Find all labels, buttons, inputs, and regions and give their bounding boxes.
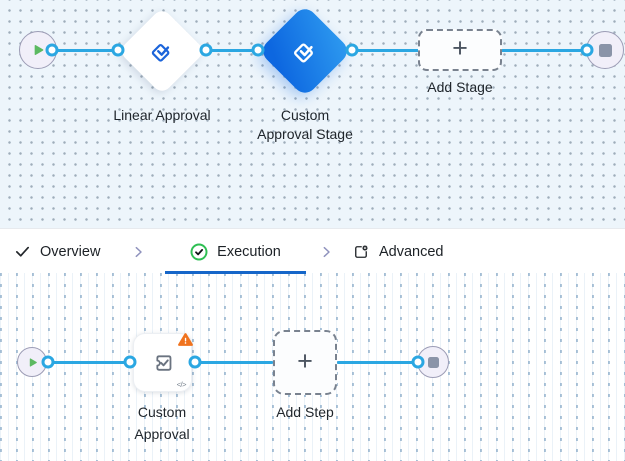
code-icon: </> xyxy=(176,380,187,389)
steps-canvas[interactable]: </> + Custom Approval Add Step xyxy=(0,273,625,461)
stop-icon xyxy=(598,43,612,57)
connector-port[interactable] xyxy=(111,43,125,57)
stages-canvas[interactable]: + Linear Approval Custom Approval Stage … xyxy=(0,0,625,228)
stage-label-custom-approval-stage: Custom Approval Stage xyxy=(245,106,365,144)
label-line: Custom xyxy=(137,404,187,420)
connector-port[interactable] xyxy=(123,355,137,369)
stage-label-linear-approval: Linear Approval xyxy=(113,107,211,123)
add-step-button[interactable]: + xyxy=(273,330,337,395)
end-node[interactable] xyxy=(586,31,624,69)
connector-line xyxy=(352,48,419,52)
warning-icon xyxy=(178,333,193,346)
label-line: Approval Stage xyxy=(257,126,353,142)
tab-advanced[interactable]: Advanced xyxy=(352,229,444,274)
label-line: Approval xyxy=(134,426,190,442)
connector-line xyxy=(337,360,418,364)
tab-label: Advanced xyxy=(379,243,444,260)
approval-stage-icon xyxy=(294,43,313,63)
tab-label: Execution xyxy=(217,243,281,260)
connector-line xyxy=(48,360,130,364)
stage-tabbar: Overview Execution Advanced xyxy=(0,228,625,274)
plus-icon: + xyxy=(452,33,468,63)
connector-port[interactable] xyxy=(45,43,59,57)
tab-execution[interactable]: Execution xyxy=(165,229,306,274)
approval-stage-icon xyxy=(151,44,170,62)
advanced-settings-icon xyxy=(355,244,369,258)
connector-port[interactable] xyxy=(199,43,213,57)
step-label-custom-approval: Custom Approval xyxy=(102,401,222,445)
connector-port[interactable] xyxy=(345,43,359,57)
check-icon xyxy=(15,246,30,257)
add-stage-label: Add Stage xyxy=(427,79,493,95)
connector-port[interactable] xyxy=(188,355,202,369)
connector-port[interactable] xyxy=(411,355,425,369)
check-circle-icon xyxy=(190,243,208,260)
connector-port[interactable] xyxy=(41,355,55,369)
connector-port[interactable] xyxy=(580,43,594,57)
plus-icon: + xyxy=(297,345,313,376)
step-node-custom-approval[interactable]: </> xyxy=(133,333,193,392)
stage-node-custom-approval-stage[interactable] xyxy=(258,4,352,98)
add-stage-button[interactable]: + xyxy=(418,29,502,71)
custom-step-puzzle-icon xyxy=(156,355,172,371)
play-icon xyxy=(34,45,44,55)
connector-line xyxy=(501,48,587,52)
connector-port[interactable] xyxy=(251,43,265,57)
chevron-right-icon xyxy=(135,246,142,258)
label-line: Custom xyxy=(280,107,330,123)
stop-icon xyxy=(427,356,439,368)
tab-overview[interactable]: Overview xyxy=(14,229,100,274)
add-step-label: Add Step xyxy=(276,404,334,420)
connector-line xyxy=(206,48,258,52)
stage-node-linear-approval[interactable] xyxy=(118,7,206,95)
chevron-right-icon xyxy=(323,246,330,258)
play-icon xyxy=(29,357,37,367)
tab-label: Overview xyxy=(40,243,101,260)
connector-line xyxy=(195,360,273,364)
connector-line xyxy=(52,48,118,52)
